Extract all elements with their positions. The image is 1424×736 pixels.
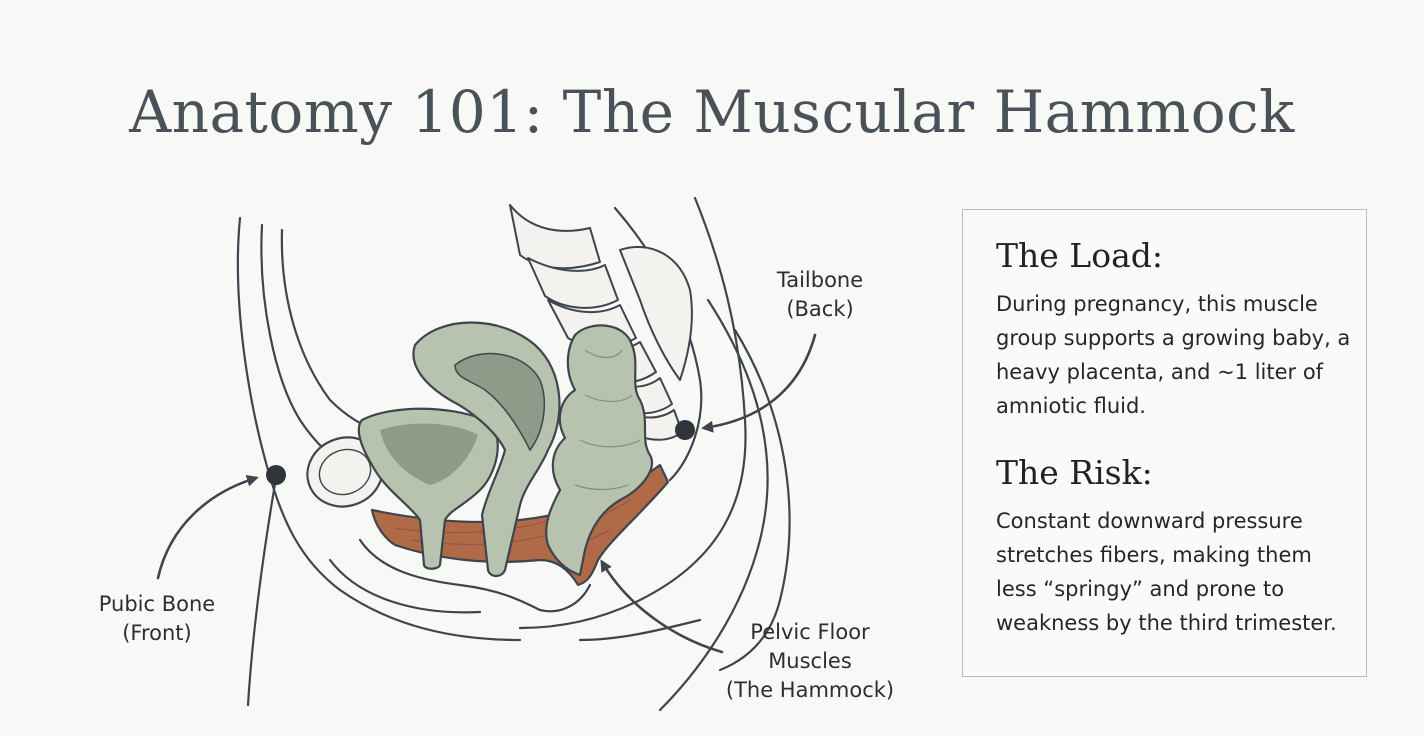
risk-text: Constant downward pressure stretches fib… <box>996 509 1337 635</box>
rectum <box>545 324 653 577</box>
pelvic-floor-arrow <box>600 559 724 654</box>
sacrum-wing <box>619 245 693 381</box>
body-outline-back-4 <box>718 328 791 672</box>
leg-outline-front <box>246 476 278 707</box>
lower-curve <box>328 558 482 614</box>
page-title: Anatomy 101: The Muscular Hammock <box>129 78 1295 146</box>
pubic-bone-marker <box>266 465 286 485</box>
body-outline-front <box>236 216 522 642</box>
pubic-bone-arrow <box>156 474 259 580</box>
body-outline-back-1 <box>518 196 747 630</box>
tailbone-marker <box>675 420 695 440</box>
body-outline-back-3 <box>658 298 769 712</box>
bladder-inner <box>380 423 478 485</box>
lower-curve-2 <box>578 618 702 642</box>
body-outline-front-inner <box>260 223 362 472</box>
load-text: During pregnancy, this muscle group supp… <box>996 292 1351 418</box>
risk-heading: The Risk: <box>996 453 1153 492</box>
pelvic-floor-label: Pelvic Floor Muscles (The Hammock) <box>725 620 895 702</box>
uterus-cavity <box>454 352 546 452</box>
tailbone-arrow <box>701 333 817 433</box>
info-panel: The Load: During pregnancy, this muscle … <box>962 209 1367 677</box>
abdomen-line <box>280 228 392 437</box>
perineum-curve <box>358 538 592 613</box>
tailbone-label: Tailbone (Back) <box>776 268 864 321</box>
load-heading: The Load: <box>996 236 1163 275</box>
sacrum-segment-2 <box>527 257 619 309</box>
pubic-bone-label: Pubic Bone (Front) <box>98 592 216 645</box>
sacrum-segment-1 <box>509 204 601 270</box>
